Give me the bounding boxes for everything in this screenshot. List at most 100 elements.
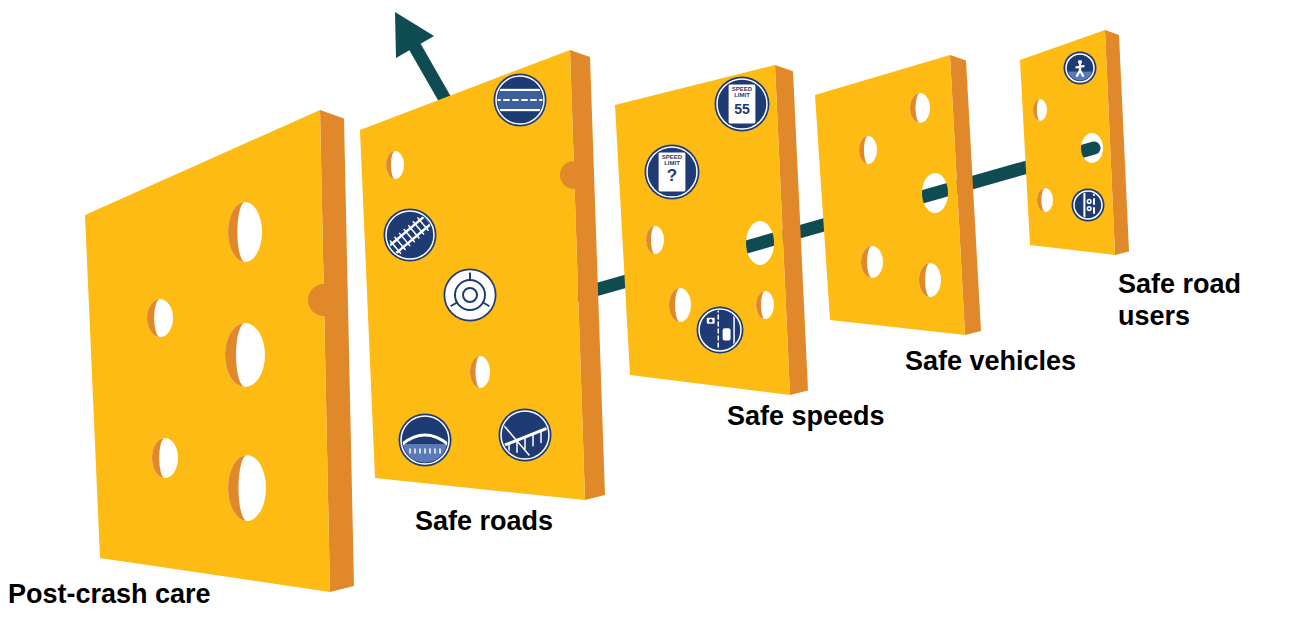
icon-badge xyxy=(1074,191,1102,219)
arrow-head xyxy=(395,12,434,58)
hole-shade xyxy=(756,291,765,319)
slice-group xyxy=(85,110,354,592)
slice-group xyxy=(1020,30,1129,255)
slice-outline xyxy=(355,45,615,545)
slice-group xyxy=(815,55,981,335)
guardrail-icon xyxy=(500,421,550,455)
slice-label: Post-crash care xyxy=(8,578,211,610)
shape-part xyxy=(1065,72,1095,87)
shape-part xyxy=(500,421,529,455)
speed-sign xyxy=(728,84,756,124)
slice-label: Safe road users xyxy=(1118,268,1288,333)
shape-part xyxy=(463,288,477,302)
shape-part xyxy=(707,318,715,324)
hole-shade xyxy=(386,151,395,179)
lanes-icon xyxy=(495,88,545,112)
sign-text: 55 xyxy=(728,102,756,116)
rail-track xyxy=(386,213,435,257)
shape-part xyxy=(508,443,510,455)
hole-shade xyxy=(228,202,245,262)
shape-part xyxy=(733,308,735,352)
hole-shade xyxy=(1033,99,1040,121)
icon-badge xyxy=(499,409,552,462)
shape-part xyxy=(1087,200,1091,204)
shape-part xyxy=(414,449,416,453)
shape-part xyxy=(1087,207,1091,211)
shape-part xyxy=(495,99,545,101)
hole-shade xyxy=(859,136,868,164)
icon-badge xyxy=(444,269,497,322)
shape-part xyxy=(429,449,431,453)
bike-icon xyxy=(1084,190,1094,220)
rail-icon xyxy=(386,213,435,257)
icon-badge xyxy=(446,271,494,319)
icon-badge xyxy=(496,76,544,124)
shape-part xyxy=(483,303,492,308)
slice-face xyxy=(1020,30,1115,255)
sign-text: SPEED LIMIT xyxy=(658,154,686,166)
slice-group xyxy=(360,50,605,500)
sign-text: ? xyxy=(658,167,686,184)
shape-part xyxy=(439,449,441,453)
icon-badge xyxy=(645,145,700,200)
hole-shade xyxy=(1037,188,1045,212)
icon-badge xyxy=(1072,189,1105,222)
shape-part xyxy=(495,89,545,91)
roundabout-icon xyxy=(448,270,491,310)
shape-part xyxy=(717,308,719,352)
shape-part xyxy=(400,444,450,469)
slice-outline xyxy=(5,100,370,618)
icon-badge xyxy=(697,307,744,354)
cheese-slice: Safe road users xyxy=(1015,25,1290,340)
icon-badge xyxy=(494,74,547,127)
shape-part xyxy=(524,437,526,449)
shape-part xyxy=(532,434,534,446)
edge-bite xyxy=(560,161,588,189)
icon-badge xyxy=(715,77,770,132)
slice-label: Safe speeds xyxy=(727,400,885,432)
sign-text: SPEED LIMIT xyxy=(728,86,756,98)
cheese-slice: Post-crash care xyxy=(5,100,370,618)
hole-shade xyxy=(861,246,872,278)
shape-part xyxy=(409,449,411,453)
icon-badge xyxy=(501,411,549,459)
hole-shade xyxy=(228,455,247,521)
shape-part xyxy=(448,303,457,308)
shape-part xyxy=(723,328,731,340)
shape-part xyxy=(394,223,432,255)
icon-badge xyxy=(717,79,767,129)
shape-part xyxy=(419,449,421,453)
hole-shade xyxy=(147,299,160,337)
shape-part xyxy=(1093,190,1095,220)
slice-face xyxy=(815,55,965,335)
slice-label: Safe roads xyxy=(415,505,553,537)
rumble-icon xyxy=(400,435,450,469)
shape-part xyxy=(434,449,436,453)
shape-part xyxy=(422,214,432,226)
ped-icon xyxy=(1065,60,1095,87)
shape-part xyxy=(388,215,426,247)
camera-icon xyxy=(707,308,734,352)
hole-shade xyxy=(910,93,920,123)
shape-part xyxy=(709,319,713,323)
shape-part xyxy=(540,431,542,443)
shape-part xyxy=(1083,190,1085,220)
shape-part xyxy=(469,270,471,280)
slice-face xyxy=(615,65,790,395)
hole-shade xyxy=(225,323,245,387)
icon-badge xyxy=(386,211,434,259)
hole-shade xyxy=(646,226,655,254)
slice-face xyxy=(85,110,330,592)
cheese-slice: Safe roads xyxy=(355,45,615,545)
hole-shade xyxy=(470,356,480,388)
icon-badge xyxy=(647,147,697,197)
speed-sign xyxy=(658,152,686,192)
shape-part xyxy=(400,435,450,446)
edge-bite xyxy=(308,284,340,316)
hole-shade xyxy=(919,263,930,297)
shape-part xyxy=(455,280,485,310)
icon-badge xyxy=(699,309,741,351)
slice-label: Safe vehicles xyxy=(905,345,1076,377)
